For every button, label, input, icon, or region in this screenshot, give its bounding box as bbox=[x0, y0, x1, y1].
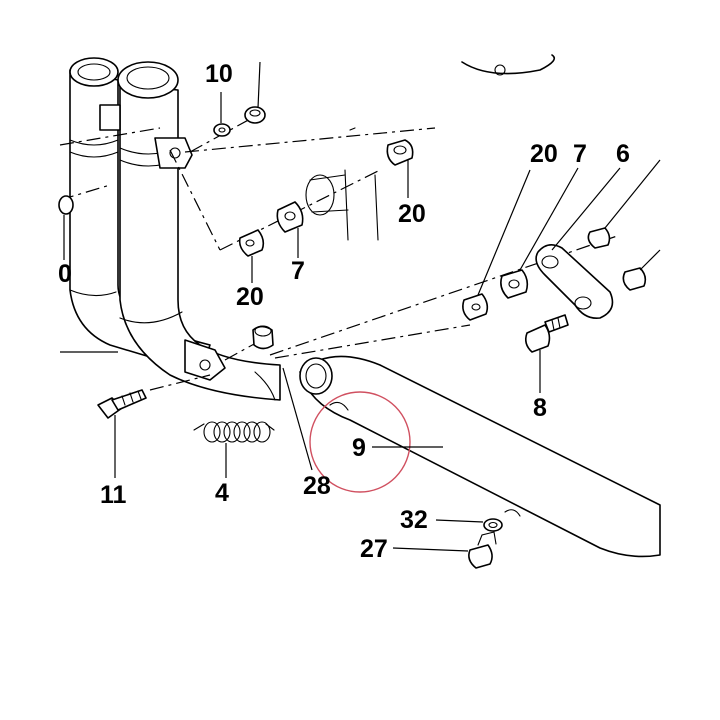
bolt-27 bbox=[468, 531, 497, 569]
bushing-20-top bbox=[386, 139, 414, 166]
callout-4: 4 bbox=[215, 479, 229, 507]
bracket-6 bbox=[535, 227, 647, 320]
callout-labels: 10 20 7 20 20 7 6 0 8 9 11 4 28 32 27 bbox=[58, 60, 630, 563]
callout-27: 27 bbox=[360, 535, 388, 563]
callout-20-right: 20 bbox=[530, 140, 558, 168]
callout-20-top: 20 bbox=[398, 200, 426, 228]
front-pipe-9 bbox=[299, 355, 661, 558]
callout-10: 10 bbox=[205, 60, 233, 88]
leader-lines bbox=[63, 61, 661, 552]
engine-outline bbox=[305, 54, 556, 241]
callout-0-left: 0 bbox=[58, 260, 72, 288]
bushing-set-20-7-right bbox=[462, 269, 529, 321]
bushing-set-7-20-mid bbox=[238, 201, 304, 257]
callout-28: 28 bbox=[303, 472, 331, 500]
washer-32 bbox=[483, 518, 503, 532]
rubber-mount-10 bbox=[213, 106, 266, 137]
callout-11: 11 bbox=[100, 481, 127, 509]
bolt-11 bbox=[97, 389, 147, 419]
left-partial-part bbox=[58, 195, 74, 215]
callout-8: 8 bbox=[533, 394, 547, 422]
spacer-28 bbox=[252, 325, 274, 350]
callout-7-mid: 7 bbox=[291, 257, 305, 285]
callout-20-mid: 20 bbox=[236, 283, 264, 311]
bolt-8 bbox=[525, 314, 569, 353]
spring-4 bbox=[193, 421, 275, 443]
callout-6: 6 bbox=[616, 140, 630, 168]
callout-9: 9 bbox=[352, 434, 366, 462]
exhaust-header-pipes bbox=[60, 57, 281, 401]
highlight-circle bbox=[309, 391, 411, 493]
callout-32: 32 bbox=[400, 506, 428, 534]
callout-7-right: 7 bbox=[573, 140, 587, 168]
